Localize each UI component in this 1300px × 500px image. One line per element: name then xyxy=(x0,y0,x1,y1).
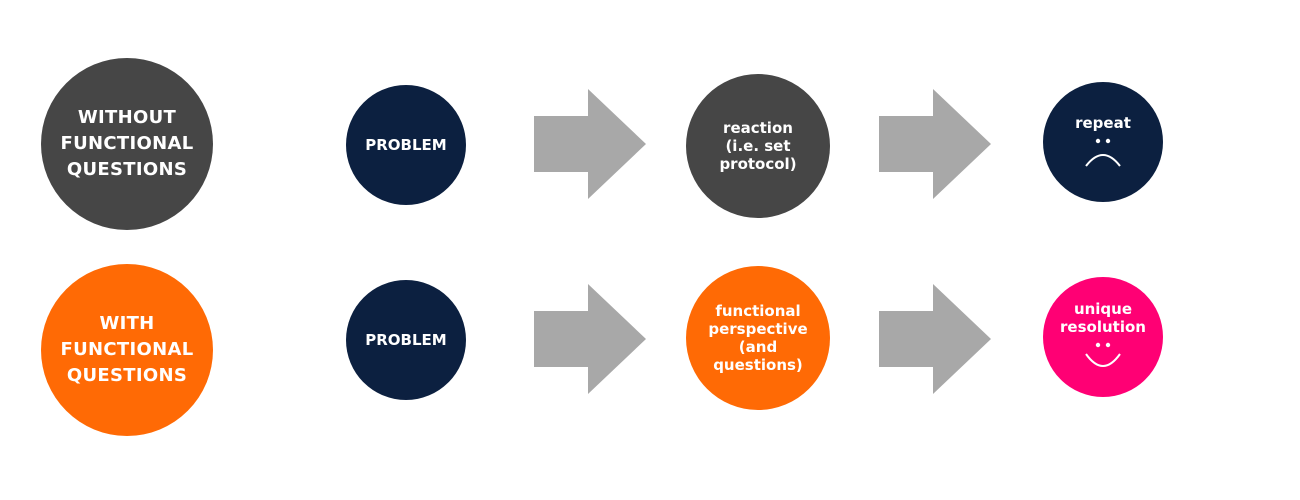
label-text: WITHOUT FUNCTIONAL QUESTIONS xyxy=(60,107,194,180)
problem-text: PROBLEM xyxy=(365,136,447,154)
reaction-circle: reaction (i.e. set protocol) xyxy=(686,74,830,218)
functional-perspective-text: functional perspective (and questions) xyxy=(708,302,808,374)
label-text: WITH FUNCTIONAL QUESTIONS xyxy=(60,313,194,386)
unique-resolution-text: unique resolution xyxy=(1060,300,1146,336)
arrow-right-icon xyxy=(534,284,646,394)
row-with-functional-questions: WITH FUNCTIONAL QUESTIONS PROBLEM functi… xyxy=(0,235,1300,455)
label-circle-with: WITH FUNCTIONAL QUESTIONS xyxy=(41,264,213,436)
row-without-functional-questions: WITHOUT FUNCTIONAL QUESTIONS PROBLEM rea… xyxy=(0,30,1300,250)
sad-face-icon xyxy=(1085,138,1121,167)
problem-text: PROBLEM xyxy=(365,331,447,349)
arrow-right-icon xyxy=(534,89,646,199)
reaction-text: reaction (i.e. set protocol) xyxy=(719,119,797,173)
arrow-right-icon xyxy=(879,284,991,394)
arrow-right-icon xyxy=(879,89,991,199)
repeat-text: repeat xyxy=(1075,114,1131,132)
functional-perspective-circle: functional perspective (and questions) xyxy=(686,266,830,410)
problem-circle: PROBLEM xyxy=(346,280,466,400)
smiley-face-icon xyxy=(1085,342,1121,367)
label-circle-without: WITHOUT FUNCTIONAL QUESTIONS xyxy=(41,58,213,230)
unique-resolution-circle: unique resolution xyxy=(1043,277,1163,397)
problem-circle: PROBLEM xyxy=(346,85,466,205)
repeat-circle: repeat xyxy=(1043,82,1163,202)
